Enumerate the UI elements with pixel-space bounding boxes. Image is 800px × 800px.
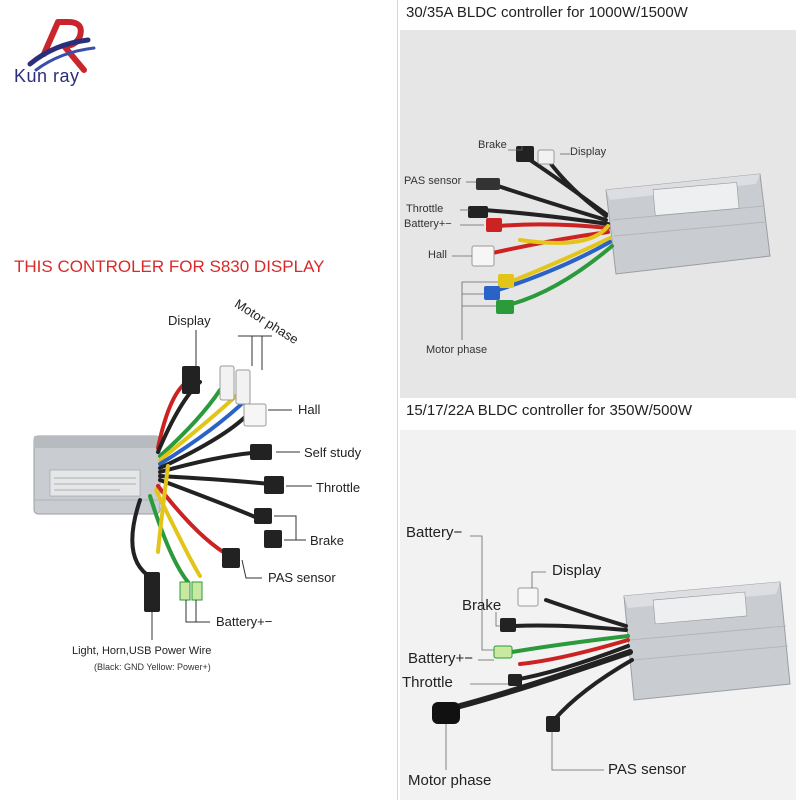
- bottom-right-label-battery: Battery+−: [408, 650, 474, 667]
- top-right-label-battery: Battery+−: [404, 218, 452, 230]
- left-label-throttle: Throttle: [316, 480, 361, 495]
- left-controller-body: [33, 435, 161, 515]
- top-right-label-throttle: Throttle: [406, 203, 444, 215]
- bottom-right-panel-title: 15/17/22A BLDC controller for 350W/500W: [406, 402, 692, 419]
- left-label-brake: Brake: [310, 533, 344, 548]
- bottom-right-label-display: Display: [552, 562, 602, 579]
- bottom-right-controller-body: [623, 581, 791, 701]
- left-label-light-note: (Black: GND Yellow: Power+): [94, 662, 211, 672]
- left-label-light-wire: Light, Horn,USB Power Wire: [72, 645, 212, 657]
- top-right-label-hall: Hall: [428, 249, 447, 261]
- left-label-pas-sensor: PAS sensor: [268, 570, 336, 585]
- bottom-right-label-pas-sensor: PAS sensor: [608, 761, 687, 778]
- panel-divider: [397, 0, 398, 800]
- bottom-right-label-throttle: Throttle: [402, 674, 453, 691]
- left-label-battery: Battery+−: [216, 614, 273, 629]
- top-right-label-pas-sensor: PAS sensor: [404, 175, 462, 187]
- left-label-display: Display: [168, 313, 211, 328]
- left-label-hall: Hall: [298, 402, 321, 417]
- top-right-label-display: Display: [570, 146, 607, 158]
- top-right-controller-body: [605, 173, 771, 275]
- left-label-self-study: Self study: [304, 445, 362, 460]
- bottom-right-label-brake: Brake: [462, 597, 502, 614]
- top-right-label-motor-phase: Motor phase: [426, 344, 488, 356]
- top-right-label-brake: Brake: [478, 139, 507, 151]
- left-panel-title: THIS CONTROLER FOR S830 DISPLAY: [14, 257, 325, 276]
- bottom-right-label-battery-minus: Battery−: [406, 524, 463, 541]
- bottom-right-label-motor-phase: Motor phase: [408, 772, 492, 789]
- left-controller-diagram: [33, 330, 312, 640]
- top-right-panel-title: 30/35A BLDC controller for 1000W/1500W: [406, 4, 688, 21]
- brand-name: Kun ray: [14, 66, 80, 86]
- brand-logo-mark: [27, 19, 96, 73]
